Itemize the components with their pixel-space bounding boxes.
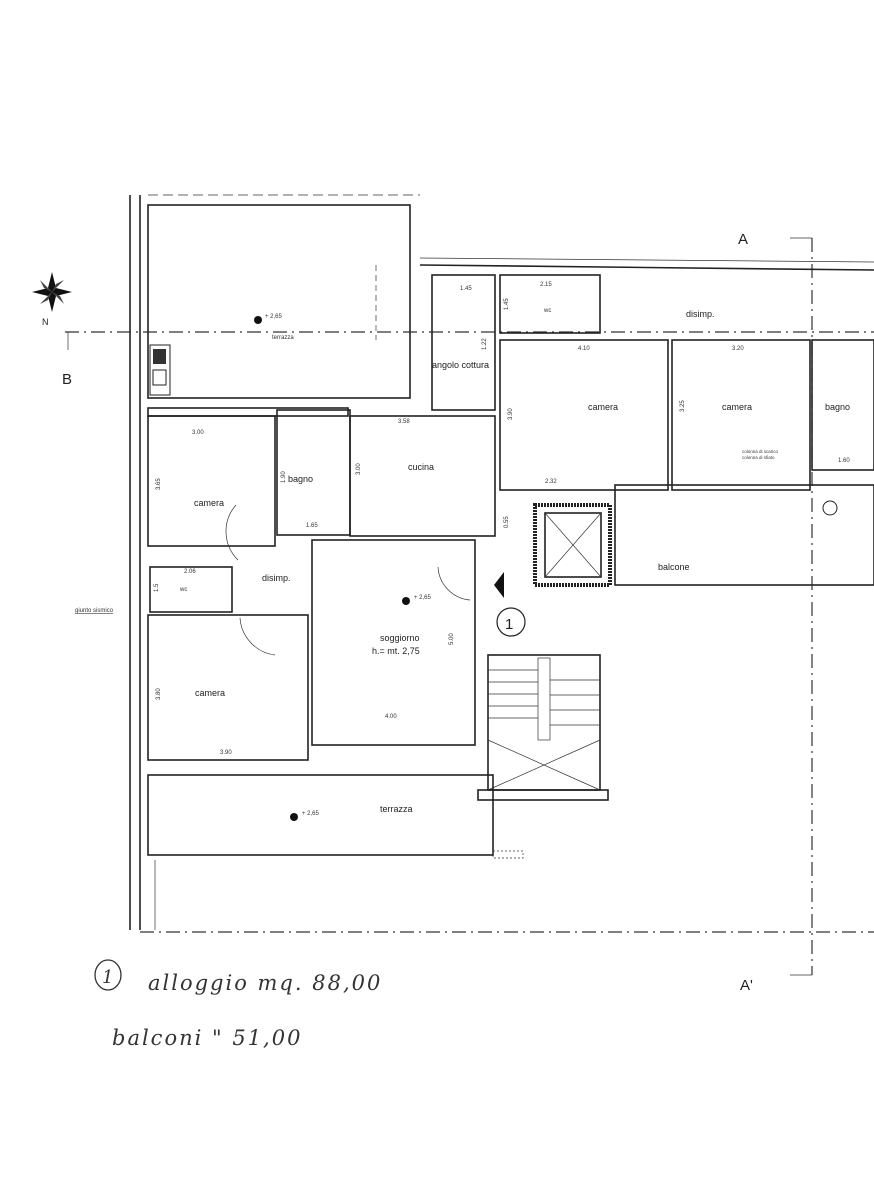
unit-number-badge: 1 xyxy=(505,616,513,633)
section-line-a: A A' xyxy=(140,231,874,994)
svg-text:4.00: 4.00 xyxy=(385,714,397,720)
svg-text:3.58: 3.58 xyxy=(398,419,410,425)
giunto-sismico-label: giunto sismico xyxy=(75,608,114,614)
handwritten-note: 1 alloggio mq. 88,00 balconi " 51,00 xyxy=(94,959,382,1050)
svg-text:5.00: 5.00 xyxy=(449,633,455,645)
terrace-bottom-label: terrazza xyxy=(380,804,413,814)
svg-text:0.55: 0.55 xyxy=(504,516,510,528)
wc-right-label: wc xyxy=(543,308,551,314)
svg-text:2.32: 2.32 xyxy=(545,479,557,485)
angolo-cottura-label: angolo cottura xyxy=(432,360,489,370)
balcone-label: balcone xyxy=(658,562,690,572)
angolo-cottura-dim-height: 1.22 xyxy=(482,338,488,350)
north-label: N xyxy=(42,317,49,327)
bagno-right-label: bagno xyxy=(825,402,850,412)
terrace-top-label: terrazza xyxy=(272,335,294,341)
unit-1: 3.00 3.65 camera bagno 1.65 1.90 3.58 3.… xyxy=(147,407,524,859)
camera-2-label: camera xyxy=(195,688,225,698)
wc-right-dim-height: 1.45 xyxy=(504,298,510,310)
svg-text:+ 2,65: + 2,65 xyxy=(414,595,432,601)
svg-text:1: 1 xyxy=(102,967,115,988)
svg-text:1.45: 1.45 xyxy=(460,286,472,292)
cucina-label: cucina xyxy=(408,462,434,472)
svg-text:4.10: 4.10 xyxy=(578,346,590,352)
svg-text:2.15: 2.15 xyxy=(540,282,552,288)
camera-1-label: camera xyxy=(194,498,224,508)
entrance-arrow-icon xyxy=(494,572,504,598)
svg-text:3.00: 3.00 xyxy=(356,463,362,475)
svg-text:2.06: 2.06 xyxy=(184,569,196,575)
svg-text:1.60: 1.60 xyxy=(838,458,850,464)
svg-text:3.00: 3.00 xyxy=(192,430,204,436)
outer-wall xyxy=(129,194,420,930)
svg-text:3.90: 3.90 xyxy=(220,750,232,756)
unit-right: angolo cottura 1.45 1.22 wc 2.15 1.45 di… xyxy=(419,257,874,586)
note-line-1: alloggio mq. 88,00 xyxy=(148,971,382,995)
note-line-2: balconi " 51,00 xyxy=(112,1026,302,1050)
disimp-right-label: disimp. xyxy=(686,309,715,319)
soggiorno-height: h.= mt. 2,75 xyxy=(372,646,420,656)
svg-text:colonna di scarico: colonna di scarico xyxy=(742,449,779,454)
north-compass-icon: N xyxy=(32,272,72,327)
section-a-prime-label: A' xyxy=(740,977,753,994)
soggiorno-label: soggiorno xyxy=(380,633,420,643)
svg-text:1.65: 1.65 xyxy=(306,523,318,529)
wc-1-label: wc xyxy=(179,587,187,593)
disimp-1-label: disimp. xyxy=(262,573,291,583)
camera-right-2-label: camera xyxy=(722,402,752,412)
section-a-label: A xyxy=(738,231,748,248)
svg-text:+ 2,65: + 2,65 xyxy=(302,811,320,817)
svg-text:3.90: 3.90 xyxy=(508,408,514,420)
svg-text:3.65: 3.65 xyxy=(156,478,162,490)
svg-text:3.20: 3.20 xyxy=(732,346,744,352)
wc-1-dim-height: 1.5 xyxy=(154,583,160,592)
bagno-1-dim-height: 1.90 xyxy=(281,471,287,483)
camera-right-1-label: camera xyxy=(588,402,618,412)
bagno-1-label: bagno xyxy=(288,474,313,484)
section-b-label: B xyxy=(62,371,72,388)
section-line-b: B xyxy=(62,331,874,388)
svg-text:3.80: 3.80 xyxy=(156,688,162,700)
svg-text:colonna di sfiato: colonna di sfiato xyxy=(742,455,775,460)
terrace-top: + 2,65 terrazza xyxy=(147,204,411,399)
staircase: 1 xyxy=(477,572,609,801)
terrace-top-level: + 2,65 xyxy=(265,314,283,320)
elevator xyxy=(533,503,612,587)
svg-text:3.25: 3.25 xyxy=(680,400,686,412)
